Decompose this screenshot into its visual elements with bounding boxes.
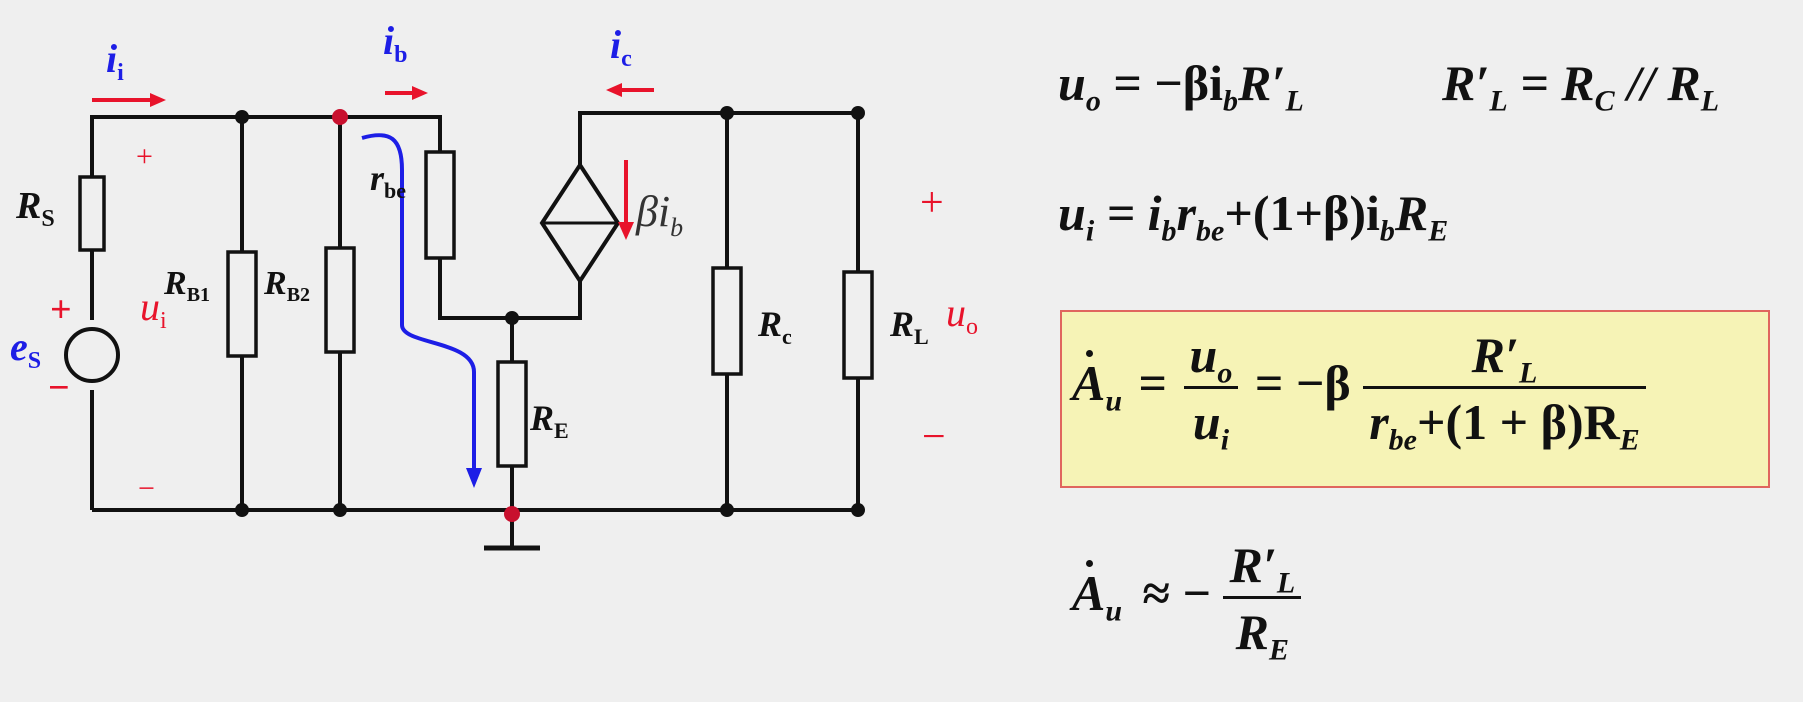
top-wire-right [578,111,860,272]
label-es: eS [10,324,41,374]
rbe-node-wire [438,258,582,320]
label-uo: uo [946,290,978,340]
ui-minus-sign: − [138,472,155,505]
equation-gain: Au = uo ui = −β R′L rbe+(1 + β)RE [1072,330,1646,455]
gain-formula-box [1060,310,1770,488]
equation-approx: Au ≈ − R′L RE [1072,540,1302,665]
circuit-diagram: ii ib ic RS eS ui RB1 RB2 rbe βib RE Rc … [10,18,978,551]
resistor-re [496,360,528,468]
current-arrows [92,83,654,240]
dependent-current-source [539,161,621,285]
uo-plus-sign: + [920,180,944,226]
resistor-rbe [424,150,456,260]
resistors [78,150,874,468]
label-rc: Rc [757,304,792,349]
label-beta-ib: βib [635,187,683,242]
equation-rl-prime: R′L = RC // RL [1442,55,1720,118]
node-emitter-red [504,506,520,522]
nodes [235,106,865,517]
dot-accent: A [1072,349,1106,411]
equation-uo: uo = −βibR′L [1058,55,1304,118]
label-ui: ui [140,284,167,334]
voltage-source-es [64,327,120,383]
es-plus-sign: + [50,289,72,331]
top-wire-left [90,115,442,177]
node-base-red [332,109,348,125]
wires [90,111,860,551]
ib-current-path [361,133,482,488]
resistor-rc [711,266,743,376]
fraction-uo-ui: uo ui [1183,330,1239,455]
circuit-labels: ii ib ic RS eS ui RB1 RB2 rbe βib RE Rc … [10,18,978,505]
fraction-rl-over-re: R′L RE [1223,540,1302,665]
resistor-rb2 [324,246,356,354]
label-rb1: RB1 [163,265,210,306]
dot-accent: A [1072,559,1106,621]
fraction-rl-over-rbe: R′L rbe+(1 + β)RE [1363,330,1646,455]
resistor-rs [78,175,106,252]
equation-ui: ui = ibrbe+(1+β)ibRE [1058,185,1449,248]
label-re: RE [529,398,569,443]
label-rl: RL [889,304,929,349]
es-minus-sign: − [48,367,70,409]
label-ib: ib [383,18,407,68]
label-ii: ii [106,36,124,86]
resistor-rb1 [226,250,258,358]
resistor-rl [842,270,874,380]
label-rs: RS [15,185,55,232]
label-ic: ic [610,22,632,72]
label-rbe: rbe [370,158,406,203]
uo-minus-sign: − [922,414,946,460]
label-rb2: RB2 [263,265,310,306]
ui-plus-sign: + [136,140,153,173]
